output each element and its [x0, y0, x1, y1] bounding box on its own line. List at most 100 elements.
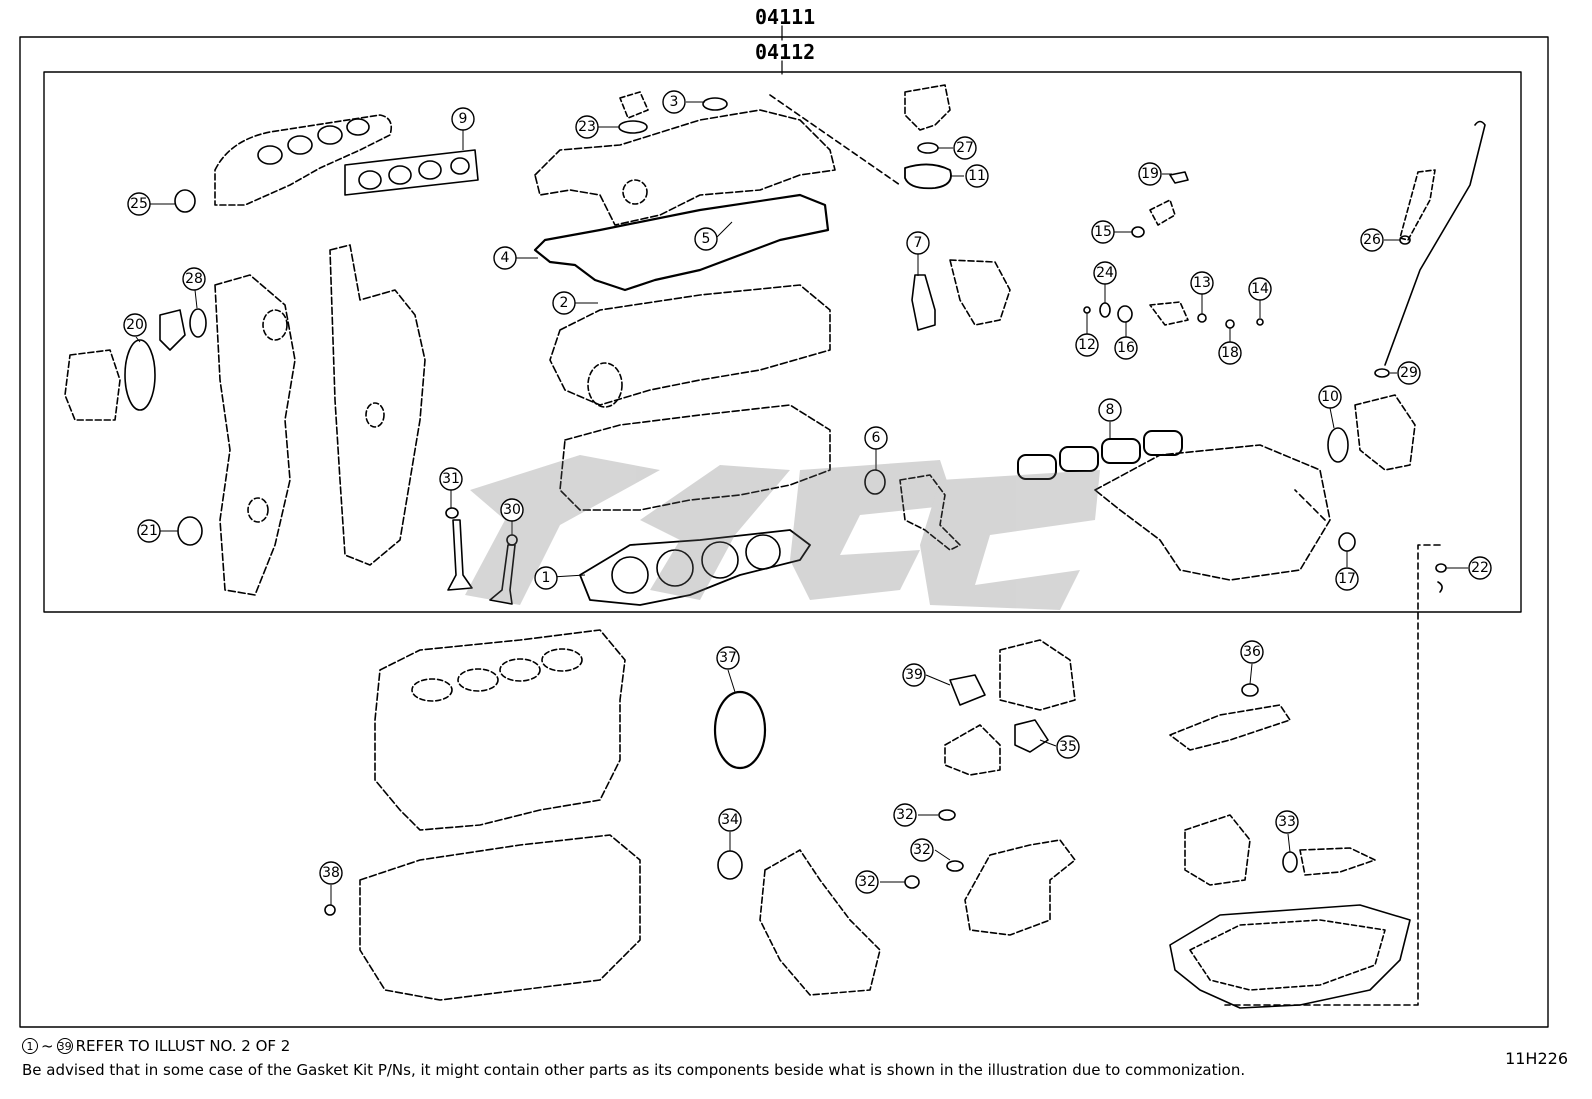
- callout-20: [123, 313, 147, 337]
- intake-manifold: [1094, 444, 1331, 581]
- callout-label: 9: [459, 111, 468, 127]
- water-inlet-assembly: [949, 259, 1011, 326]
- egr-cooler: [999, 639, 1076, 711]
- washer-13: [1197, 313, 1207, 323]
- watermark-logo: [465, 455, 1100, 610]
- oil-dipstick: [1384, 120, 1486, 366]
- callout-label: 2: [560, 295, 569, 311]
- thermostat-housing: [904, 84, 951, 131]
- intake-manifold-gasket: [1017, 430, 1183, 480]
- camshaft-housing: [549, 284, 831, 406]
- callout-39: [902, 663, 926, 687]
- oil-seal-21: [177, 516, 203, 546]
- plug-38: [324, 904, 336, 916]
- crankcase: [359, 834, 641, 1001]
- gasket-11: [904, 163, 952, 190]
- filler-gasket-23: [618, 120, 648, 134]
- callout-label: 6: [872, 430, 881, 446]
- oil-filler-cap: [619, 91, 649, 119]
- head-cover-gasket: [533, 193, 830, 292]
- callout-10: [1318, 385, 1342, 409]
- callout-18: [1218, 341, 1242, 365]
- callout-3: [662, 90, 686, 114]
- cam-seal: [587, 362, 623, 408]
- callout-label: 26: [1363, 232, 1381, 248]
- callout-32a: [893, 803, 917, 827]
- water-outlet-housing: [899, 474, 961, 551]
- callout-bubbles: [123, 90, 1492, 894]
- callout-label: 21: [140, 523, 158, 539]
- callout-30: [500, 498, 524, 522]
- oil-pan-inner: [1189, 919, 1386, 991]
- callout-label: 35: [1059, 739, 1077, 755]
- callout-38: [319, 861, 343, 885]
- callout-26: [1360, 228, 1384, 252]
- callout-label: 1: [542, 570, 551, 586]
- callout-2: [552, 291, 576, 315]
- oil-cooler-pipe: [1299, 847, 1376, 876]
- gasket-34: [717, 850, 743, 880]
- oil-pan: [1169, 904, 1411, 1009]
- gasket-17: [1338, 532, 1356, 552]
- dashed-oil-pan-leader: [1224, 544, 1441, 1006]
- gasket-35: [1014, 719, 1049, 753]
- exhaust-manifold-gasket: [344, 149, 479, 196]
- callout-label: 18: [1221, 345, 1239, 361]
- callout-27: [953, 136, 977, 160]
- knock-sensor: [1149, 199, 1176, 226]
- callout-4: [493, 246, 517, 270]
- seal-ring-25: [174, 189, 196, 213]
- gasket-10: [1327, 427, 1349, 463]
- cylinder-block: [374, 629, 626, 831]
- dashed-leader-right: [1294, 489, 1326, 521]
- o-ring-24: [1099, 302, 1111, 318]
- dashed-leader: [769, 94, 901, 186]
- block-bores: [411, 648, 583, 702]
- cylinder-head: [559, 404, 831, 511]
- refer-text: REFER TO ILLUST NO. 2 OF 2: [75, 1037, 291, 1055]
- oil-filter-bracket: [1184, 814, 1251, 886]
- callout-25: [127, 192, 151, 216]
- gasket-6: [864, 469, 886, 495]
- callout-label: 24: [1096, 265, 1114, 281]
- oil-seal-37: [713, 690, 767, 770]
- callout-32c: [855, 870, 879, 894]
- callout-15: [1091, 220, 1115, 244]
- callout-28: [182, 267, 206, 291]
- cylinder-head-cover: [534, 109, 836, 226]
- oil-filler-hole: [622, 179, 648, 205]
- range-end-badge: 39: [56, 1038, 73, 1054]
- plug-12: [1083, 306, 1091, 314]
- o-ring-29: [1374, 368, 1390, 378]
- gasket-32b: [946, 860, 964, 872]
- exhaust-manifold-outline: [214, 114, 393, 206]
- cover-hole-3: [365, 402, 385, 428]
- callout-31: [439, 467, 463, 491]
- gasket-32a: [938, 809, 956, 821]
- callout-22: [1468, 556, 1492, 580]
- valve-seal-31: [445, 507, 459, 519]
- callout-12: [1075, 333, 1099, 357]
- bracket-part: [159, 309, 186, 351]
- callout-label: 10: [1321, 389, 1339, 405]
- callout-6: [864, 426, 888, 450]
- gasket-36: [1241, 683, 1259, 697]
- gasket-7: [911, 274, 936, 331]
- o-ring-20: [124, 339, 156, 411]
- range-start-badge: 1: [22, 1038, 38, 1054]
- callout-label: 38: [322, 865, 340, 881]
- callout-label: 4: [501, 250, 510, 266]
- plug-14: [1256, 318, 1264, 326]
- callout-label: 32: [913, 842, 931, 858]
- timing-chain-cover-left: [214, 274, 296, 596]
- callout-14: [1248, 277, 1272, 301]
- illustration-id: 11H226: [1505, 1049, 1568, 1068]
- kit-code-outer: 04111: [755, 5, 816, 29]
- callout-17: [1335, 567, 1359, 591]
- callout-label: 11: [968, 168, 986, 184]
- callout-7: [906, 231, 930, 255]
- callout-label: 19: [1141, 166, 1159, 182]
- callout-label: 29: [1400, 365, 1418, 381]
- timing-chain-cover-right: [329, 244, 426, 566]
